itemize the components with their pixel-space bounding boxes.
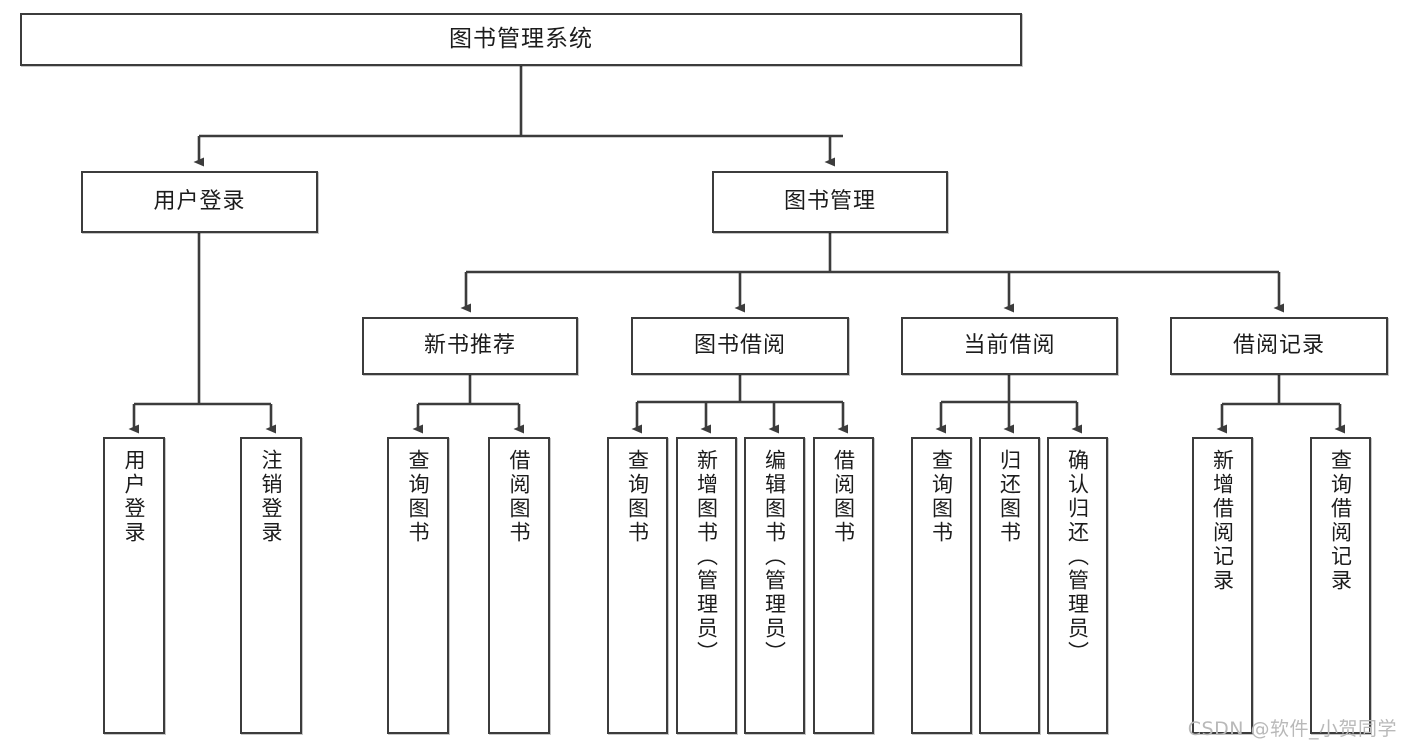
- leaf-user-login[interactable]: 用户登录: [103, 437, 165, 734]
- node-label: 用户登录: [153, 189, 246, 215]
- leaf-query-book-recommend[interactable]: 查询图书: [387, 437, 449, 734]
- leaf-query-borrow-record[interactable]: 查询借阅记录: [1310, 437, 1371, 734]
- node-label: 查询图书: [406, 449, 431, 545]
- node-label: 编辑图书（管理员）: [762, 449, 787, 665]
- leaf-return-book[interactable]: 归还图书: [979, 437, 1040, 734]
- node-current-borrow[interactable]: 当前借阅: [901, 317, 1118, 375]
- node-label: 新书推荐: [423, 333, 516, 359]
- node-new-book-recommend[interactable]: 新书推荐: [362, 317, 578, 375]
- node-label: 查询图书: [625, 449, 650, 545]
- leaf-logout[interactable]: 注销登录: [240, 437, 302, 734]
- node-label: 借阅图书: [831, 449, 856, 545]
- leaf-query-book-borrow[interactable]: 查询图书: [607, 437, 668, 734]
- node-label: 借阅图书: [507, 449, 532, 545]
- node-label: 新增借阅记录: [1210, 449, 1235, 593]
- node-label: 图书借阅: [693, 333, 786, 359]
- leaf-borrow-book[interactable]: 借阅图书: [813, 437, 874, 734]
- leaf-add-book-admin[interactable]: 新增图书（管理员）: [676, 437, 737, 734]
- leaf-add-borrow-record[interactable]: 新增借阅记录: [1192, 437, 1253, 734]
- csdn-watermark: CSDN @软件_小贺同学: [1187, 718, 1397, 740]
- node-borrow-record[interactable]: 借阅记录: [1170, 317, 1388, 375]
- node-label: 注销登录: [259, 449, 284, 545]
- node-label: 用户登录: [122, 449, 147, 545]
- node-book-management-module[interactable]: 图书管理: [712, 171, 948, 233]
- node-label: 图书管理系统: [449, 26, 593, 53]
- node-user-login-module[interactable]: 用户登录: [81, 171, 318, 233]
- node-book-borrow[interactable]: 图书借阅: [631, 317, 849, 375]
- node-label: 新增图书（管理员）: [694, 449, 719, 665]
- node-root-system[interactable]: 图书管理系统: [20, 13, 1022, 66]
- node-label: 归还图书: [997, 449, 1022, 545]
- node-label: 查询图书: [929, 449, 954, 545]
- node-label: 图书管理: [783, 189, 876, 215]
- leaf-edit-book-admin[interactable]: 编辑图书（管理员）: [744, 437, 805, 734]
- node-label: 借阅记录: [1232, 333, 1325, 359]
- leaf-query-book-current[interactable]: 查询图书: [911, 437, 972, 734]
- node-label: 查询借阅记录: [1328, 449, 1353, 593]
- leaf-confirm-return-admin[interactable]: 确认归还（管理员）: [1047, 437, 1108, 734]
- leaf-borrow-book-recommend[interactable]: 借阅图书: [488, 437, 550, 734]
- node-label: 确认归还（管理员）: [1065, 449, 1090, 665]
- node-label: 当前借阅: [963, 333, 1056, 359]
